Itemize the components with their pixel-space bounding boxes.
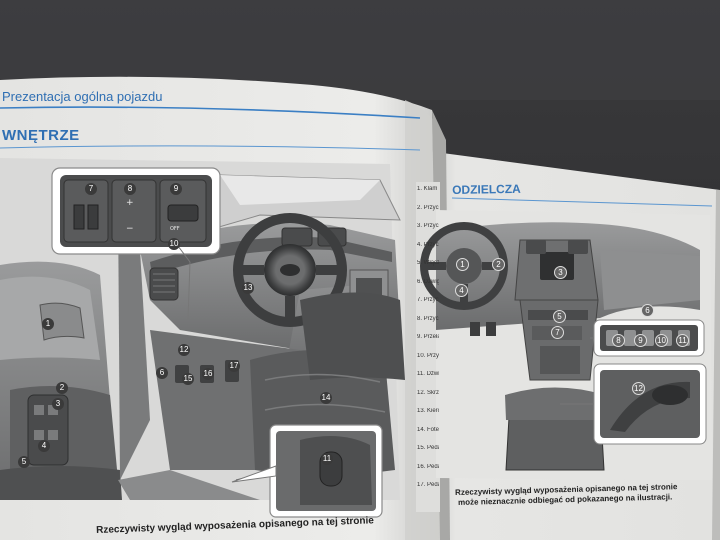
callout-8: 8 — [124, 183, 136, 195]
callout-11: 11 — [676, 334, 689, 347]
callout-1: 1 — [456, 258, 469, 271]
callout-3: 3 — [52, 398, 64, 410]
list-item: 6. Dźwig — [417, 278, 439, 285]
section-title-interior: WNĘTRZE — [2, 127, 80, 144]
list-item: 13. Kierownica — [417, 408, 439, 414]
chapter-header: Prezentacja ogólna pojazdu — [2, 89, 163, 104]
callout-8: 8 — [612, 334, 625, 347]
off-label: OFF — [170, 226, 180, 232]
callout-15: 15 — [182, 373, 194, 385]
list-item: 1. Klam — [417, 186, 438, 192]
callout-13: 13 — [242, 282, 254, 294]
callout-5: 5 — [553, 310, 566, 323]
list-item: 3. Przycisk — [417, 223, 439, 229]
callout-4: 4 — [38, 440, 50, 452]
callout-6: 6 — [156, 367, 168, 379]
list-item: 12. Skrzynka — [417, 389, 439, 396]
plus-symbol: + — [126, 198, 134, 208]
callout-5: 5 — [18, 456, 30, 468]
list-item: 14. Fotel — [417, 426, 439, 433]
callout-9: 9 — [170, 183, 182, 195]
callout-2: 2 — [56, 382, 68, 394]
list-item: 17. Pedał — [417, 482, 439, 488]
list-item: 5. Włącznik — [417, 260, 439, 266]
section-title-dashboard: ODZIELCZA — [452, 181, 521, 197]
callout-12: 12 — [178, 344, 190, 356]
callout-17: 17 — [228, 360, 240, 372]
list-item: 16. Pedał — [417, 463, 439, 470]
callout-7: 7 — [551, 326, 564, 339]
list-item: 9. Przełącznik — [417, 334, 439, 340]
callout-10: 10 — [655, 334, 668, 347]
callout-11: 11 — [321, 453, 333, 465]
callout-2: 2 — [492, 258, 505, 271]
list-item: 8. Przycisk — [417, 315, 439, 322]
callout-14: 14 — [320, 392, 332, 404]
minus-symbol: − — [126, 224, 134, 234]
callout-9: 9 — [634, 334, 647, 347]
list-item: 10. Przycisk — [417, 352, 439, 359]
list-item: 4. Przycisk — [417, 241, 439, 248]
list-item: 7. Przycisk — [417, 297, 439, 303]
callout-7: 7 — [85, 183, 97, 195]
callout-6: 6 — [641, 304, 654, 317]
callout-1: 1 — [42, 318, 54, 330]
callout-16: 16 — [202, 368, 214, 380]
list-item: 2. Przycisk — [417, 204, 439, 211]
callout-10: 10 — [168, 238, 180, 250]
list-item: 11. Dźwig — [417, 371, 439, 377]
callout-12: 12 — [632, 382, 645, 395]
callout-4: 4 — [455, 284, 468, 297]
list-item: 15. Pedał — [417, 445, 439, 451]
callout-3: 3 — [554, 266, 567, 279]
